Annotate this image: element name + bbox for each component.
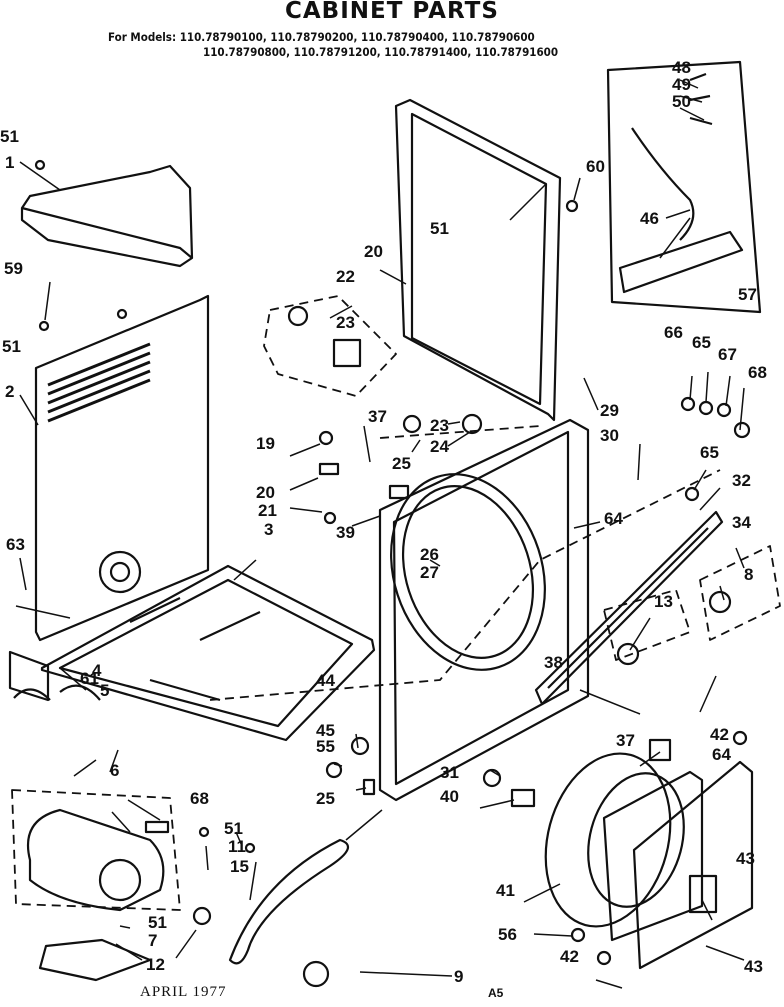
parts-inset-box xyxy=(606,60,762,314)
top-panel xyxy=(20,164,194,268)
callout-31: 32 xyxy=(732,471,751,490)
diagram-title: CABINET PARTS xyxy=(285,0,499,24)
models-line-1: For Models: 110.78790100, 110.78790200, … xyxy=(108,30,535,44)
callout-18: 20 xyxy=(256,483,275,502)
models-label: For Models: xyxy=(108,30,177,44)
callout-15: 15 xyxy=(230,857,249,876)
callout-32: 34 xyxy=(732,513,751,532)
callout-54: 59 xyxy=(4,259,23,278)
callout-57: 56 xyxy=(498,925,517,944)
callout-64: 65 xyxy=(692,333,711,352)
side-panel xyxy=(34,294,210,642)
callout-24: 25 xyxy=(316,789,335,808)
callout-11: 11 xyxy=(228,837,246,856)
callout-38: 40 xyxy=(440,787,459,806)
callout-17: 19 xyxy=(256,434,275,453)
page-code: A5 xyxy=(488,986,504,1000)
motor-mount xyxy=(38,938,152,982)
callout-68: 68 xyxy=(190,789,209,808)
callout-19: 21 xyxy=(258,501,277,520)
motor xyxy=(26,808,165,912)
knob-inset-box xyxy=(603,589,691,661)
callout-21: 23 xyxy=(336,313,355,332)
callout-41: 42 xyxy=(710,725,729,744)
callout-67: 68 xyxy=(748,363,767,382)
callout-53: 55 xyxy=(316,737,335,756)
callout-50: 50 xyxy=(672,92,691,111)
revision-date: APRIL 1977 xyxy=(140,984,227,1000)
callout-61-b: 64 xyxy=(712,745,731,764)
callout-63: 65 xyxy=(700,443,719,462)
callout-16: 20 xyxy=(364,242,383,261)
callout-2: 2 xyxy=(5,382,14,401)
callout-43: 43 xyxy=(736,849,755,868)
callout-44: 44 xyxy=(316,671,335,690)
callout-26: 26 xyxy=(420,545,439,564)
callout-56: 60 xyxy=(586,157,605,176)
callout-51-d: 51 xyxy=(224,819,243,838)
timer-inset-box xyxy=(263,295,397,397)
callout-1: 1 xyxy=(5,153,14,172)
callout-12: 12 xyxy=(146,955,165,974)
front-foot-strip xyxy=(8,650,50,702)
models-list-1: 110.78790100, 110.78790200, 110.78790400… xyxy=(179,30,535,44)
callout-22: 23 xyxy=(430,416,449,435)
callout-66: 67 xyxy=(718,345,737,364)
console-panel xyxy=(534,510,724,706)
callout-6: 6 xyxy=(110,761,119,780)
callout-37: 38 xyxy=(544,653,563,672)
callout-36: 39 xyxy=(336,523,355,542)
door-outer xyxy=(632,760,754,970)
door-seal xyxy=(544,752,672,928)
callout-40: 42 xyxy=(560,947,579,966)
callout-labels: 51 1 59 51 2 3 63 61 20 22 23 51 60 37 2… xyxy=(0,58,767,986)
callout-5: 5 xyxy=(100,681,109,700)
callout-46: 46 xyxy=(640,209,659,228)
callout-49: 49 xyxy=(672,75,691,94)
callout-25: 25 xyxy=(392,454,411,473)
callout-8: 8 xyxy=(744,565,753,584)
callout-27: 27 xyxy=(420,563,439,582)
callout-35: 37 xyxy=(616,731,635,750)
callout-42: 43 xyxy=(744,957,763,976)
callout-55: 57 xyxy=(738,285,757,304)
callout-4: 4 xyxy=(92,661,102,680)
callout-60: 63 xyxy=(6,535,25,554)
callout-23: 24 xyxy=(430,437,449,456)
callout-51-c: 51 xyxy=(430,219,449,238)
callout-51: 51 xyxy=(0,127,19,146)
callout-3: 3 xyxy=(264,520,273,539)
callout-59: 61 xyxy=(80,669,99,688)
callout-28: 29 xyxy=(600,401,619,420)
callout-39: 41 xyxy=(496,881,515,900)
callout-9: 9 xyxy=(454,967,463,986)
callout-61: 64 xyxy=(604,509,623,528)
rear-panel xyxy=(394,98,562,422)
callout-7: 7 xyxy=(148,931,157,950)
callout-51-e: 51 xyxy=(148,913,167,932)
callout-30: 31 xyxy=(440,763,459,782)
callout-20: 22 xyxy=(336,267,355,286)
models-line-2: 110.78790800, 110.78791200, 110.78791400… xyxy=(203,45,559,59)
drive-belt xyxy=(228,838,350,965)
callout-13: 13 xyxy=(654,592,673,611)
callout-34: 37 xyxy=(368,407,387,426)
motor-inset-box xyxy=(11,789,181,911)
base-panel xyxy=(40,564,376,742)
knob-inset-box-2 xyxy=(699,545,781,641)
door-handle xyxy=(688,874,718,914)
callout-51-b: 51 xyxy=(2,337,21,356)
callout-65: 66 xyxy=(664,323,683,342)
front-panel xyxy=(378,418,590,802)
callout-48: 48 xyxy=(672,58,691,77)
callout-45: 45 xyxy=(316,721,335,740)
callout-29: 30 xyxy=(600,426,619,445)
